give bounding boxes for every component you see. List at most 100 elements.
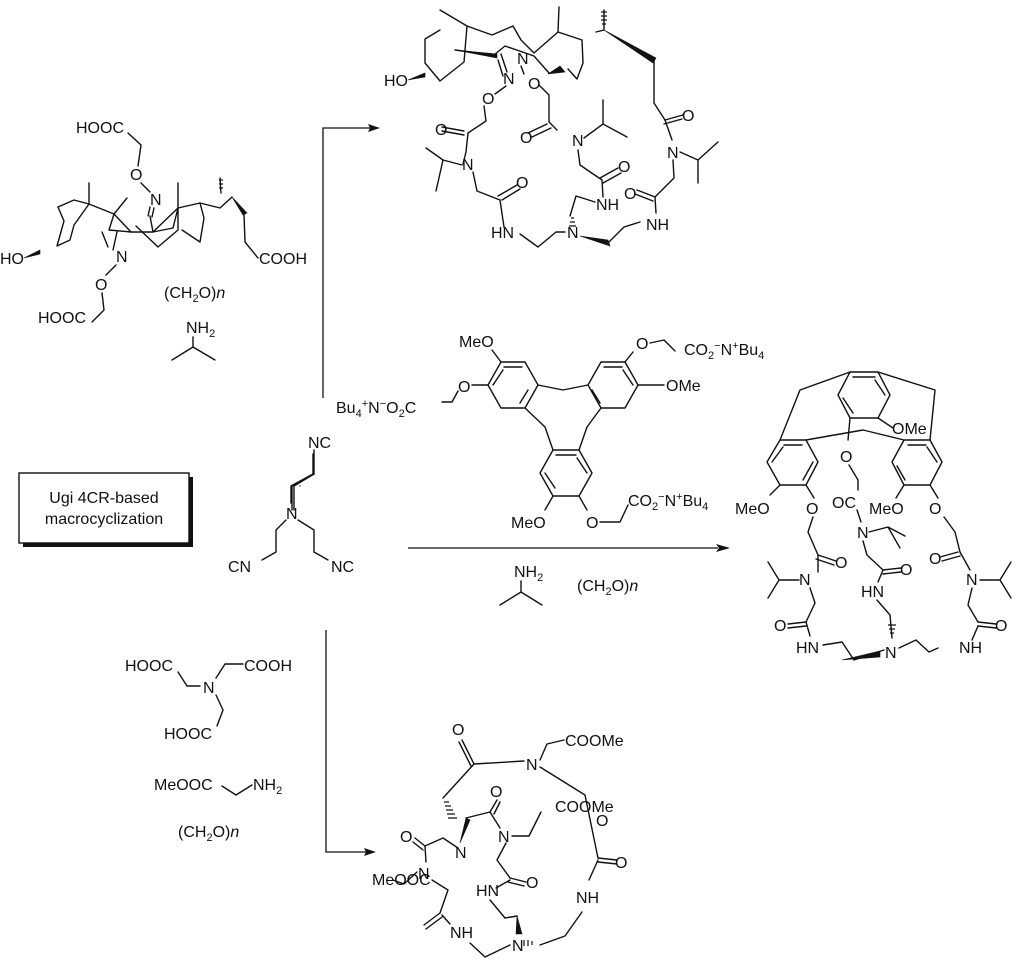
cooh-label: COOH — [259, 251, 307, 268]
product-top-co-o-3: O — [520, 130, 532, 147]
product-top-nh-2: NH — [596, 197, 619, 214]
nc-label-top: NC — [308, 435, 331, 452]
cage-co-o-1: O — [835, 555, 847, 572]
paraformaldehyde-top: (CH2O)n — [164, 285, 225, 305]
bottom-nh-right: NH — [576, 890, 599, 907]
hooc-top-label: HOOC — [76, 120, 124, 137]
bottom-amide-n-left: N — [418, 866, 430, 883]
cage-co-o-5: O — [995, 618, 1007, 635]
paraformaldehyde-middle: (CH2O)n — [577, 578, 638, 598]
cn-label-left: CN — [228, 559, 251, 576]
arrow-top — [322, 124, 380, 398]
central-n-label: N — [286, 506, 298, 523]
glycine-ester-label: MeOOC — [154, 777, 213, 794]
title-box: Ugi 4CR-based macrocyclization — [18, 472, 193, 547]
cage-meo-left: MeO — [735, 501, 770, 518]
product-top-amide-n-2: N — [572, 133, 584, 150]
isopropylamine-top: NH2 — [171, 320, 216, 361]
o-bottom-label: O — [586, 515, 598, 532]
nta-n-label: N — [203, 680, 215, 697]
bottom-co-o-1: O — [452, 722, 464, 739]
cage-oc-label: OC — [832, 495, 856, 512]
amine-label-middle: NH2 — [514, 564, 543, 584]
meo-bottom-label: MeO — [511, 515, 546, 532]
salt-bottom-label: CO2−N+Bu4 — [628, 491, 708, 513]
product-top-co-o-6: O — [624, 186, 636, 203]
cage-hn-1: HN — [796, 640, 819, 657]
glycine-methyl-ester-reagent: MeOOC NH2 — [154, 777, 282, 797]
cage-ome-label: OMe — [892, 421, 927, 438]
oxime-o-bottom: O — [95, 277, 107, 294]
cage-hn-2: HN — [861, 584, 884, 601]
bottom-co-o-5: O — [526, 875, 538, 892]
cage-amide-n-1: N — [799, 572, 811, 589]
bottom-co-o-3: O — [596, 813, 608, 830]
bottom-nh-left: NH — [450, 925, 473, 942]
bottom-co-o-6: O — [400, 829, 412, 846]
oxime-n-bottom: N — [116, 249, 128, 266]
bottom-coome-mid: COOMe — [555, 799, 614, 816]
cage-co-o-2: O — [774, 618, 786, 635]
ho-label: HO — [0, 251, 24, 268]
bile-acid-dioxime-reagent: HOOC O N N O HOOC HO COOH — [0, 120, 307, 327]
cage-o-center: O — [840, 449, 852, 466]
paraformaldehyde-label-bottom: (CH2O)n — [178, 824, 239, 844]
title-box-frame — [18, 472, 190, 544]
glycine-nh2-label: NH2 — [253, 777, 282, 797]
product-top-o1: O — [528, 76, 540, 93]
cage-central-n: N — [885, 645, 897, 662]
product-top-nh-3: NH — [646, 217, 669, 234]
bottom-co-o-2: O — [615, 855, 627, 872]
product-top-amide-n-3: N — [667, 145, 679, 162]
tris-isocyanide-reagent: NC N CN NC — [228, 435, 354, 576]
product-middle-cage: OMe O OC MeO O MeO O O N O HN N N O — [735, 371, 1012, 662]
paraformaldehyde-label-middle: (CH2O)n — [577, 578, 638, 598]
product-top-amide-n-1: N — [462, 157, 474, 174]
paraformaldehyde-bottom: (CH2O)n — [178, 824, 239, 844]
nc-label-right: NC — [331, 559, 354, 576]
cage-nh-3: NH — [959, 640, 982, 657]
nta-cooh-right: COOH — [244, 658, 292, 675]
cage-co-o-3: O — [900, 562, 912, 579]
product-top-oxime-n2: N — [517, 51, 529, 68]
salt-right-label: CO2−N+Bu4 — [684, 340, 764, 362]
isopropylamine-middle: NH2 — [499, 564, 543, 606]
product-top-co-o-4: O — [618, 159, 630, 176]
title-line-2: macrocyclization — [45, 511, 163, 528]
bottom-amide-n-top: N — [526, 757, 538, 774]
product-top-hn-1: HN — [491, 225, 514, 242]
cage-meo-mid: MeO — [869, 501, 904, 518]
bottom-co-o-4: O — [490, 784, 502, 801]
bottom-coome-top: COOMe — [565, 733, 624, 750]
cyclotriveratrylene-triacid-reagent: MeO O Bu4+N−O2C O CO2−N+Bu4 OMe MeO O CO… — [336, 334, 764, 532]
arrow-middle — [408, 544, 730, 552]
ome-right-label: OMe — [666, 378, 701, 395]
cage-amide-n-2: N — [857, 525, 869, 542]
product-top-central-n: N — [567, 225, 579, 242]
bottom-meooc: MeOOC — [372, 872, 431, 889]
product-top-macrocycle: N N O O HO O N O HN N O N O NH O — [384, 6, 719, 248]
oxime-n-top: N — [150, 192, 162, 209]
salt-left-label: Bu4+N−O2C — [336, 398, 416, 420]
bottom-central-n-1: N — [455, 845, 467, 862]
product-top-o2: O — [482, 91, 494, 108]
nta-hooc-left: HOOC — [125, 658, 173, 675]
hooc-bottom-label: HOOC — [38, 310, 86, 327]
product-top-ho: HO — [384, 73, 408, 90]
bottom-hn-mid: HN — [476, 883, 499, 900]
o-right-label: O — [636, 336, 648, 353]
bottom-central-n-2: N — [512, 938, 524, 955]
o-left-label: O — [458, 379, 470, 396]
oxime-o-top: O — [130, 167, 142, 184]
paraformaldehyde-label-top: (CH2O)n — [164, 285, 225, 305]
title-line-1: Ugi 4CR-based — [49, 490, 158, 507]
cage-amide-n-3: N — [966, 572, 978, 589]
product-top-co-o-2: O — [516, 175, 528, 192]
product-top-oxime-n1: N — [503, 71, 515, 88]
product-bottom-macrocycle: COOMe N O O NH COOMe O N O N O HN N NH — [372, 722, 627, 958]
nta-hooc-bottom: HOOC — [164, 726, 212, 743]
meo-top-label: MeO — [459, 334, 494, 351]
bottom-amide-n-mid: N — [498, 829, 510, 846]
product-top-co-o-1: O — [435, 122, 447, 139]
